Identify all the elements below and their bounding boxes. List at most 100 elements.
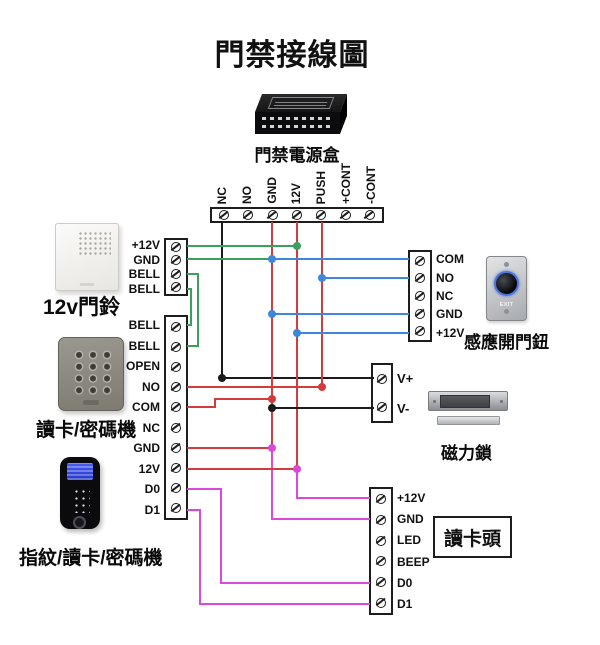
pin-label: NO [142,379,160,394]
terminal-screw-icon [376,576,386,587]
page-title: 門禁接線圖 [214,39,370,72]
junction-dot [293,242,301,250]
terminal-screw-icon [171,322,181,333]
terminal-screw-icon [376,535,386,546]
green-wire [187,245,298,247]
pin-label: V- [397,400,410,416]
keypad-buttons [70,348,112,395]
magenta-wire [271,447,273,520]
black-wire [271,407,374,409]
magenta-wire [187,509,201,511]
terminal-frame [210,207,384,223]
power-box-front [255,112,340,134]
pin-label: NC [214,186,229,204]
pin-label: OPEN [125,359,160,374]
terminal-screw-icon [171,342,181,353]
red-wire [187,386,323,388]
terminal-screw-icon [415,273,425,284]
red-wire [271,222,273,449]
magenta-wire [187,488,222,490]
terminal-screw-icon [376,494,386,505]
terminal-screw-icon [267,210,278,220]
blue-wire [271,313,409,315]
terminal-frame [408,250,432,342]
terminal-frame [164,238,188,296]
fingerprint-reader-image [60,457,100,529]
pin-label: +12V [436,325,465,340]
panel-screw-icon [504,309,509,314]
pin-label: BELL [128,281,160,296]
terminal-frame [369,487,393,615]
pin-label: BELL [128,267,160,282]
terminal-screw-icon [171,382,181,393]
red-wire [296,222,298,470]
red-wire [214,398,273,400]
terminal-screw-icon [171,282,181,293]
pin-label: LED [397,533,421,548]
maglock-bar-image [428,391,508,411]
terminal-screw-icon [415,326,425,337]
pin-label: NO [239,186,254,204]
doorbell-image [55,223,119,291]
terminal-screw-icon [171,442,181,453]
junction-dot [318,383,326,391]
junction-dot [268,395,276,403]
pin-label: GND [397,511,424,526]
green-wire [187,288,192,290]
doorbell-label: 12v門鈴 [43,296,121,319]
terminal-frame [164,315,188,520]
red-wire [214,398,216,408]
pin-label: COM [436,252,464,267]
junction-dot [218,374,226,382]
pin-label: D0 [397,575,413,590]
terminal-screw-icon [364,210,375,220]
terminal-screw-icon [171,502,181,513]
pin-label: +12V [397,490,426,505]
blue-wire [321,277,409,279]
exit-button-text: EXIT [499,300,514,308]
terminal-screw-icon [376,514,386,525]
panel-screw-icon [504,262,509,267]
magenta-wire [296,468,298,499]
power-box-plate-text-lines [273,99,329,106]
junction-dot [268,255,276,263]
reader-head-label-box: 讀卡頭 [433,516,512,558]
terminal-screw-icon [171,422,181,433]
magenta-wire [220,488,222,584]
pin-label: D0 [144,482,160,497]
pin-label: +CONT [339,162,354,204]
pin-label: GND [133,441,160,456]
terminal-screw-icon [376,597,386,608]
pin-label: GND [436,307,463,322]
junction-dot [318,274,326,282]
maglock-magnet-face [440,395,490,408]
keypad-reader-image [58,337,124,411]
terminal-screw-icon [415,308,425,319]
power-terminal-strip [210,207,384,223]
terminal-screw-icon [415,255,425,266]
magenta-wire [271,518,370,520]
pin-label: GND [133,252,160,267]
maglock-screw-icon [500,400,503,403]
terminal-block-maglock: V+V- [371,363,423,423]
doorbell-tag [80,283,94,286]
terminal-screw-icon [171,268,181,279]
terminal-screw-icon [377,374,387,384]
fingerprint-reader-keypad [71,486,90,513]
terminal-screw-icon [291,210,302,220]
terminal-screw-icon [219,210,230,220]
doorbell-speaker-grille [78,231,111,257]
junction-dot [293,465,301,473]
green-wire [187,324,192,326]
pin-label: D1 [397,597,413,612]
red-wire [187,447,273,449]
terminal-screw-icon [243,210,254,220]
pin-label: NC [142,420,160,435]
